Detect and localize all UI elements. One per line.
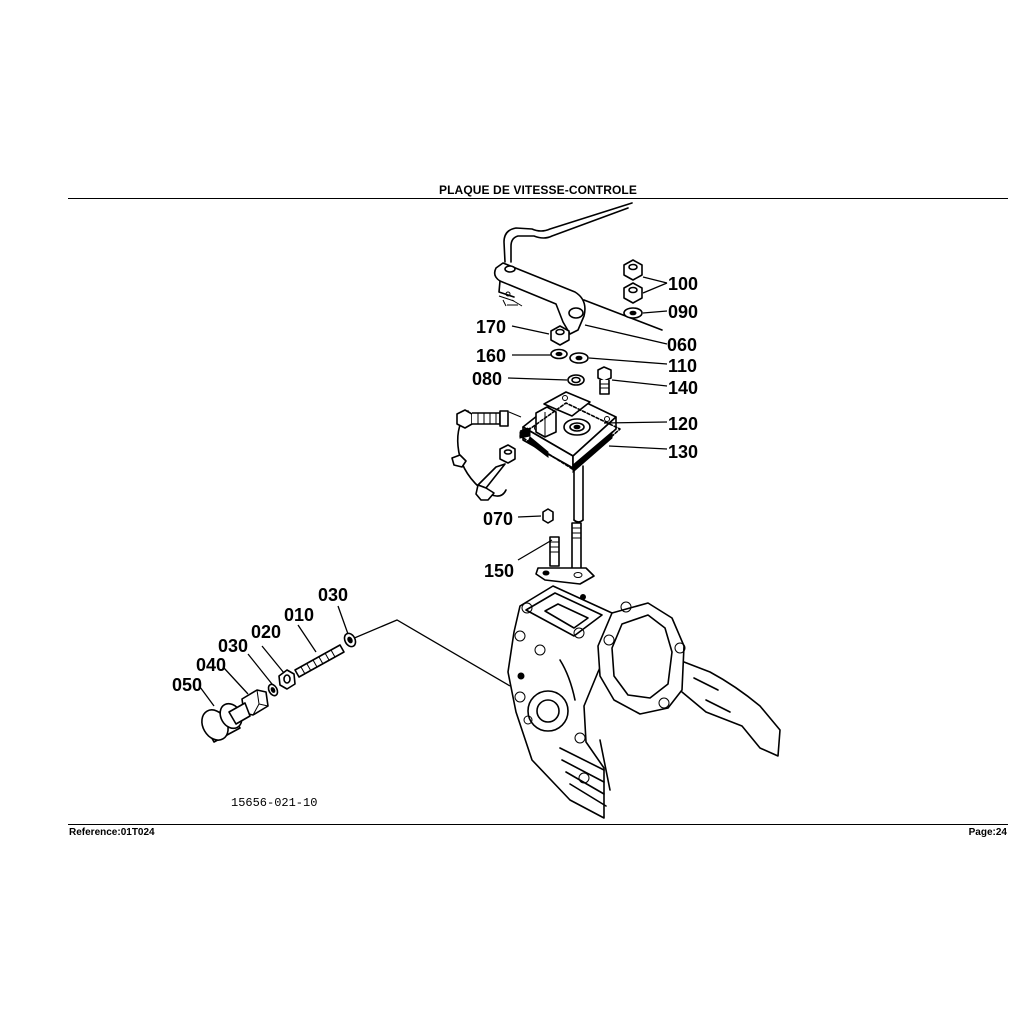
gasket-130 [519,402,621,474]
label-050: 050 [172,675,202,695]
label-070: 070 [483,509,513,529]
speed-control-lever [493,262,663,335]
washer-030-right [343,632,357,648]
nut-second [623,282,643,304]
label-010: 010 [284,605,314,625]
label-130: 130 [668,442,698,462]
label-140: 140 [668,378,698,398]
label-030-right: 030 [318,585,348,605]
leader-lines [199,276,668,707]
label-090: 090 [668,302,698,322]
nut-100 [623,259,643,281]
page-title: PLAQUE DE VITESSE-CONTROLE [439,183,637,197]
label-020: 020 [251,622,281,642]
control-shaft [573,465,584,523]
nut-070 [542,508,554,524]
bolt-140 [597,366,612,395]
washer-090 [623,307,643,319]
label-030-left: 030 [218,636,248,656]
label-170: 170 [476,317,506,337]
adjust-screw-010 [294,644,345,678]
page-number: Page:24 [968,827,1007,838]
stud-bracket-150 [535,522,595,585]
label-110: 110 [668,356,697,376]
washer-110 [569,352,589,364]
speed-control-plate-120 [522,391,617,469]
seal-080 [567,374,585,386]
leader-to-housing [351,619,511,687]
label-040: 040 [196,655,226,675]
washer-030-left [267,683,279,697]
label-160: 160 [476,346,506,366]
label-120: 120 [668,414,698,434]
reference-code: Reference:01T024 [69,827,155,838]
cap-050 [201,702,251,743]
label-080: 080 [472,369,502,389]
nut-020 [278,669,296,690]
washer-160 [550,348,568,360]
footer-divider [68,824,1008,825]
drawing-number: 15656-021-10 [231,796,317,810]
bolt-detail-callout [451,409,531,501]
governor-linkage-rod [503,202,633,263]
label-060: 060 [667,335,697,355]
part-labels: 100 090 170 060 160 110 080 140 120 130 … [172,274,698,695]
nut-170 [550,325,570,346]
gear-case-housing [507,585,781,819]
header-divider [68,198,1008,199]
label-100: 100 [668,274,698,294]
label-150: 150 [484,561,514,581]
